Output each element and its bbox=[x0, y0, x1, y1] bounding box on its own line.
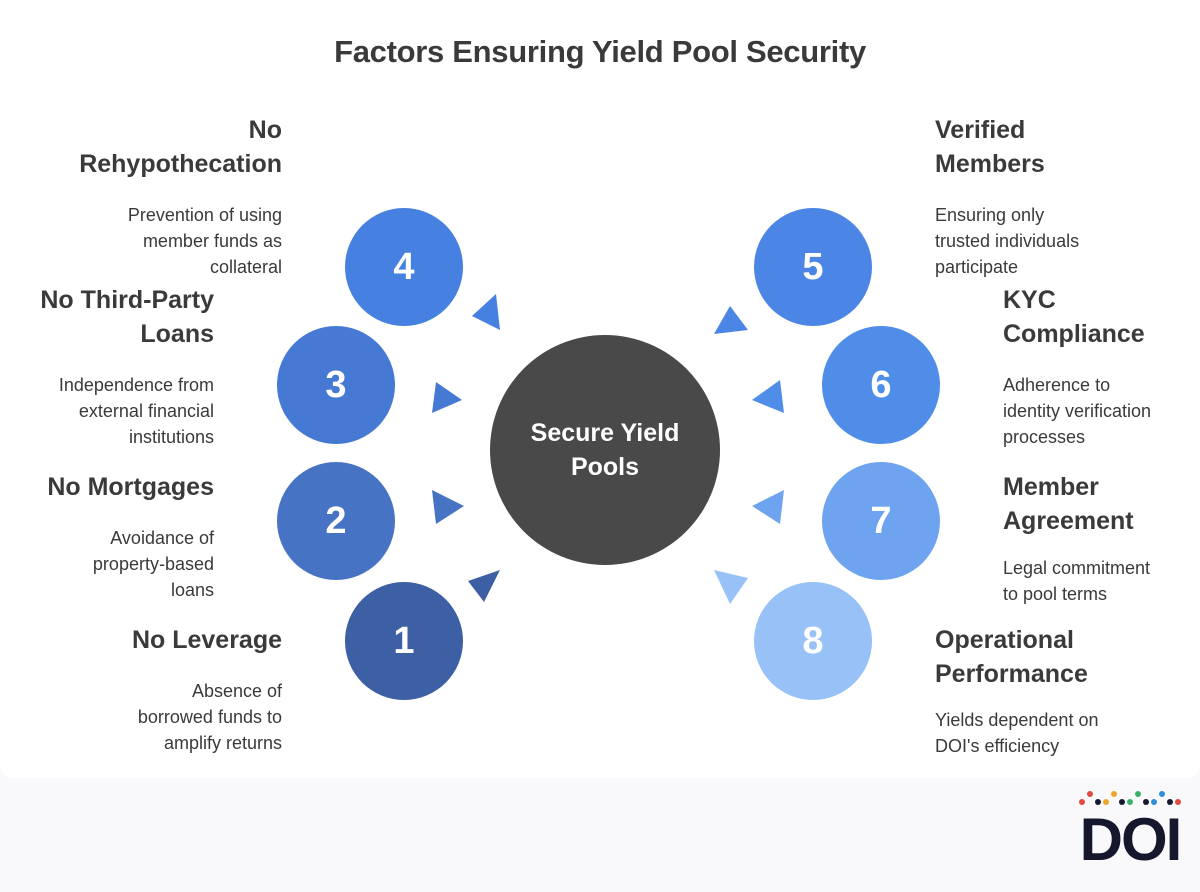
diagram-title: Factors Ensuring Yield Pool Security bbox=[334, 34, 866, 69]
factor-description-1: Absence of borrowed funds to amplify ret… bbox=[137, 681, 282, 753]
factor-heading-2: No Mortgages bbox=[47, 473, 214, 501]
factor-heading-6: KYC Compliance bbox=[1003, 286, 1145, 348]
factor-description-2: Avoidance of property-based loans bbox=[92, 528, 214, 600]
factor-description-8: Yields dependent on DOI's efficiency bbox=[935, 710, 1099, 756]
factor-node-5: 5 bbox=[754, 208, 872, 326]
factor-node-8: 8 bbox=[754, 582, 872, 700]
logo-dots-icon bbox=[1079, 791, 1181, 805]
factor-node-3: 3 bbox=[277, 326, 395, 444]
arrow-1 bbox=[468, 570, 500, 602]
factor-heading-7: Member Agreement bbox=[1003, 473, 1134, 535]
factor-node-2: 2 bbox=[277, 462, 395, 580]
factor-node-6: 6 bbox=[822, 326, 940, 444]
arrow-2 bbox=[432, 490, 464, 524]
factor-node-7: 7 bbox=[822, 462, 940, 580]
factor-heading-1: No Leverage bbox=[131, 626, 282, 654]
factor-heading-4: No Rehypothecation bbox=[79, 116, 282, 178]
factor-heading-3: No Third-Party Loans bbox=[40, 286, 214, 348]
arrow-7 bbox=[752, 490, 784, 524]
arrow-5 bbox=[714, 306, 748, 334]
doi-logo: DOI bbox=[1074, 780, 1186, 876]
arrow-6 bbox=[752, 380, 784, 413]
arrow-8 bbox=[714, 570, 748, 604]
logo-text: DOI bbox=[1079, 806, 1183, 873]
factor-heading-5: Verified Members bbox=[935, 116, 1045, 178]
factor-description-6: Adherence to identity verification proce… bbox=[1003, 375, 1152, 447]
factor-heading-8: Operational Performance bbox=[935, 626, 1088, 688]
factor-node-4: 4 bbox=[345, 208, 463, 326]
arrow-3 bbox=[432, 382, 462, 413]
factor-description-4: Prevention of using member funds as coll… bbox=[127, 205, 282, 277]
arrow-4 bbox=[472, 294, 500, 330]
factor-description-7: Legal commitment to pool terms bbox=[1003, 558, 1151, 604]
factor-node-1: 1 bbox=[345, 582, 463, 700]
factor-description-3: Independence from external financial ins… bbox=[58, 375, 214, 447]
factor-description-5: Ensuring only trusted individuals partic… bbox=[935, 205, 1080, 277]
